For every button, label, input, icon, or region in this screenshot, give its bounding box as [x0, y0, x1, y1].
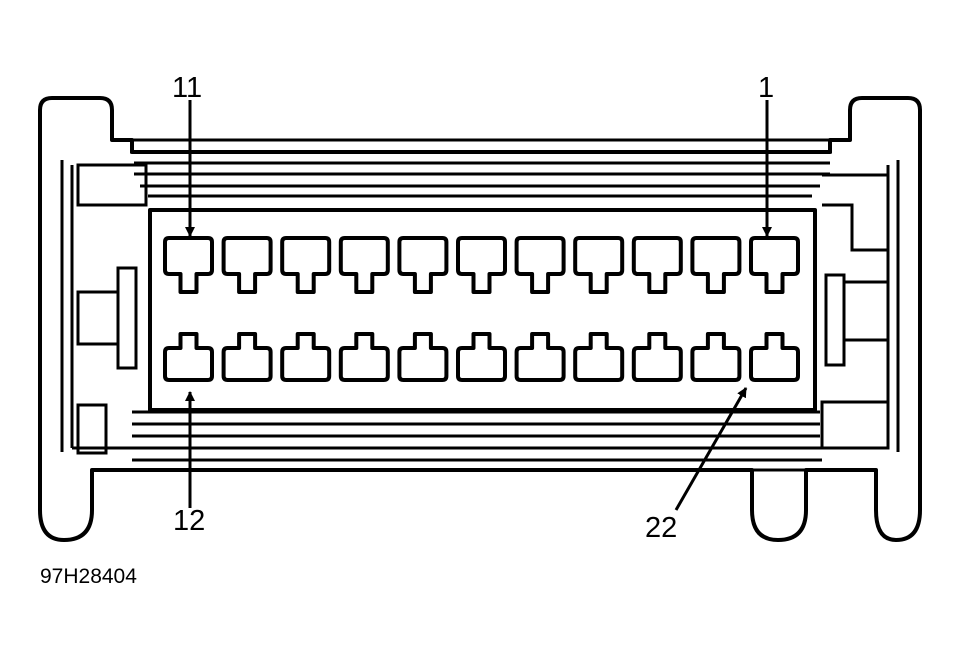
cavity-bottom-21 — [690, 332, 742, 382]
cavity-top-11 — [163, 236, 214, 294]
connector-body — [38, 96, 922, 542]
cavity-bottom-16 — [397, 332, 449, 382]
cavity-bottom-19 — [573, 332, 625, 382]
cavity-top-9 — [280, 236, 332, 294]
cavity-top-4 — [573, 236, 625, 294]
cavity-top-10 — [221, 236, 273, 294]
cavity-bottom-20 — [631, 332, 683, 382]
cavity-top-6 — [456, 236, 507, 294]
housing-outline — [38, 96, 922, 542]
cavity-bottom-18 — [514, 332, 566, 382]
top-row-cavities — [163, 236, 800, 294]
cavity-top-7 — [397, 236, 449, 294]
cavity-top-8 — [338, 236, 390, 294]
pin-11-label: 11 — [172, 72, 202, 104]
cavity-bottom-15 — [338, 332, 390, 382]
pin-22-label: 22 — [645, 512, 677, 544]
cavity-bottom-22 — [749, 332, 800, 382]
cavity-bottom-17 — [456, 332, 507, 382]
figure-id: 97H28404 — [40, 565, 137, 588]
cavity-bottom-13 — [221, 332, 273, 382]
cavity-top-2 — [690, 236, 742, 294]
cavity-top-3 — [631, 236, 683, 294]
pin-1-label: 1 — [758, 72, 774, 104]
cavity-top-1 — [749, 236, 800, 294]
cavity-bottom-14 — [280, 332, 332, 382]
pin-22-arrow — [674, 387, 748, 511]
pin-12-label: 12 — [173, 505, 205, 537]
cavity-bottom-12 — [163, 332, 214, 382]
cavity-top-5 — [514, 236, 566, 294]
bottom-row-cavities — [163, 332, 800, 382]
